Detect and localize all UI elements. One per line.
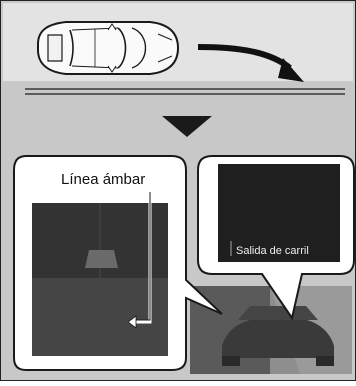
car-top-view-icon: [37, 21, 180, 75]
down-triangle-icon: [162, 116, 212, 137]
road-dark-area: [32, 278, 168, 356]
curved-arrow-icon: [197, 44, 304, 82]
lane-departure-label: Salida de carril: [236, 245, 309, 257]
lead-vehicle-marker: [85, 250, 118, 268]
amber-line-label: Línea ámbar: [61, 171, 145, 188]
lane-departure-callout: [197, 155, 355, 321]
amber-line-callout: [13, 155, 223, 371]
car-rear-silhouette-icon: [222, 306, 334, 366]
mid-display-screen: [218, 164, 340, 262]
